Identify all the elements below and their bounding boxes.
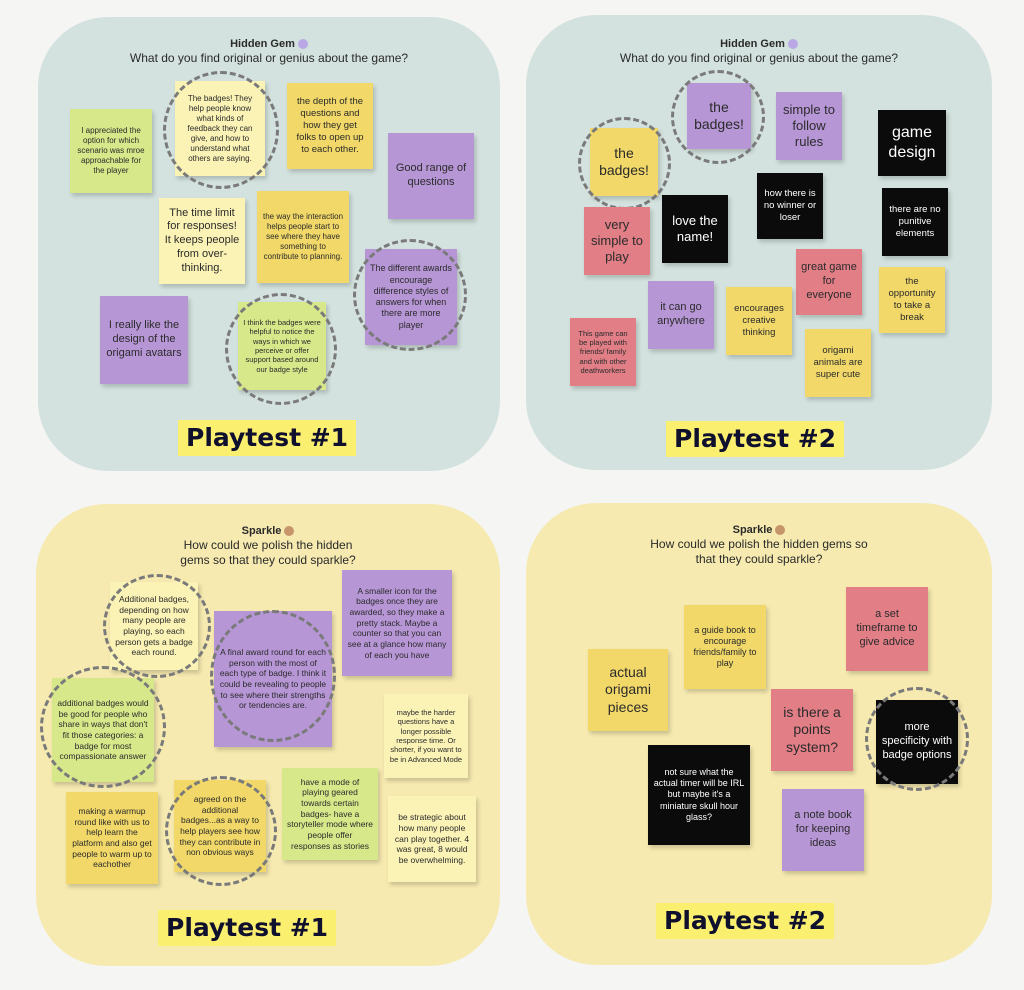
board-hidden-gem-playtest-1: Hidden Gem What do you find original or … — [38, 17, 500, 471]
board-hidden-gem-playtest-2: Hidden Gem What do you find original or … — [526, 15, 992, 470]
playtest-label: Playtest #1 — [178, 420, 357, 456]
sticky-note[interactable]: game design — [878, 110, 946, 176]
sticky-note[interactable]: love the name! — [662, 195, 728, 263]
sticky-note[interactable]: maybe the harder questions have a longer… — [384, 694, 468, 778]
sticky-note[interactable]: the depth of the questions and how they … — [287, 83, 373, 169]
sticky-note[interactable]: there are no punitive elements — [882, 188, 948, 256]
playtest-label: Playtest #1 — [158, 910, 337, 946]
board-header: Hidden Gem What do you find original or … — [526, 37, 992, 66]
unicorn-icon — [297, 39, 308, 50]
board-header: Hidden Gem What do you find original or … — [38, 37, 500, 66]
sticky-note[interactable]: great game for everyone — [796, 249, 862, 315]
board-header: Sparkle How could we polish the hidden g… — [36, 524, 500, 568]
palette-icon — [284, 526, 295, 537]
sticky-note[interactable]: agreed on the additional badges...as a w… — [174, 780, 266, 872]
board-question: How could we polish the hidden gems so t… — [180, 538, 356, 567]
sticky-note[interactable]: additional badges would be good for peop… — [52, 678, 154, 782]
sticky-note[interactable]: have a mode of playing geared towards ce… — [282, 768, 378, 860]
sticky-note[interactable]: I appreciated the option for which scena… — [70, 109, 152, 193]
board-title: Hidden Gem — [230, 38, 295, 50]
sticky-note[interactable]: the opportunity to take a break — [879, 267, 945, 333]
sticky-note[interactable]: A smaller icon for the badges once they … — [342, 570, 452, 676]
board-sparkle-playtest-2: Sparkle How could we polish the hidden g… — [526, 503, 992, 965]
sticky-note[interactable]: A final award round for each person with… — [214, 611, 332, 747]
sticky-note[interactable]: The time limit for responses! It keeps p… — [159, 198, 245, 284]
board-title: Sparkle — [241, 525, 282, 537]
sticky-note[interactable]: Additional badges, depending on how many… — [110, 582, 198, 670]
board-question: What do you find original or genius abou… — [619, 51, 899, 65]
playtest-label: Playtest #2 — [656, 903, 835, 939]
sticky-note[interactable]: The different awards encourage differenc… — [365, 249, 457, 345]
board-question: What do you find original or genius abou… — [129, 51, 409, 65]
board-sparkle-playtest-1: Sparkle How could we polish the hidden g… — [36, 504, 500, 966]
sticky-note[interactable]: I really like the design of the origami … — [100, 296, 188, 384]
board-question: How could we polish the hidden gems so t… — [650, 537, 868, 566]
sticky-note[interactable]: is there a points system? — [771, 689, 853, 771]
playtest-label: Playtest #2 — [666, 421, 845, 457]
board-title: Sparkle — [732, 524, 773, 536]
sticky-note[interactable]: how there is no winner or loser — [757, 173, 823, 239]
sticky-note[interactable]: actual origami pieces — [588, 649, 668, 731]
sticky-note[interactable]: I think the badges were helpful to notic… — [238, 302, 326, 390]
sticky-note[interactable]: it can go anywhere — [648, 281, 714, 349]
sticky-note[interactable]: the badges! — [687, 83, 751, 149]
board-title: Hidden Gem — [720, 38, 785, 50]
sticky-note[interactable]: Good range of questions — [388, 133, 474, 219]
sticky-note[interactable]: a set timeframe to give advice — [846, 587, 928, 671]
sticky-note[interactable]: the badges! — [590, 128, 658, 196]
sticky-note[interactable]: simple to follow rules — [776, 92, 842, 160]
sticky-note[interactable]: This game can be played with friends/ fa… — [570, 318, 636, 386]
sticky-note[interactable]: The badges! They help people know what k… — [175, 81, 265, 176]
sticky-note[interactable]: not sure what the actual timer will be I… — [648, 745, 750, 845]
sticky-note[interactable]: encourages creative thinking — [726, 287, 792, 355]
sticky-note[interactable]: origami animals are super cute — [805, 329, 871, 397]
unicorn-icon — [787, 39, 798, 50]
sticky-note[interactable]: making a warmup round like with us to he… — [66, 792, 158, 884]
sticky-note[interactable]: the way the interaction helps people sta… — [257, 191, 349, 283]
sticky-note[interactable]: a note book for keeping ideas — [782, 789, 864, 871]
sticky-note[interactable]: a guide book to encourage friends/family… — [684, 605, 766, 689]
board-header: Sparkle How could we polish the hidden g… — [526, 523, 992, 567]
sticky-note[interactable]: more specificity with badge options — [876, 700, 958, 784]
sticky-note[interactable]: very simple to play — [584, 207, 650, 275]
palette-icon — [775, 525, 786, 536]
sticky-note[interactable]: be strategic about how many people can p… — [388, 796, 476, 882]
